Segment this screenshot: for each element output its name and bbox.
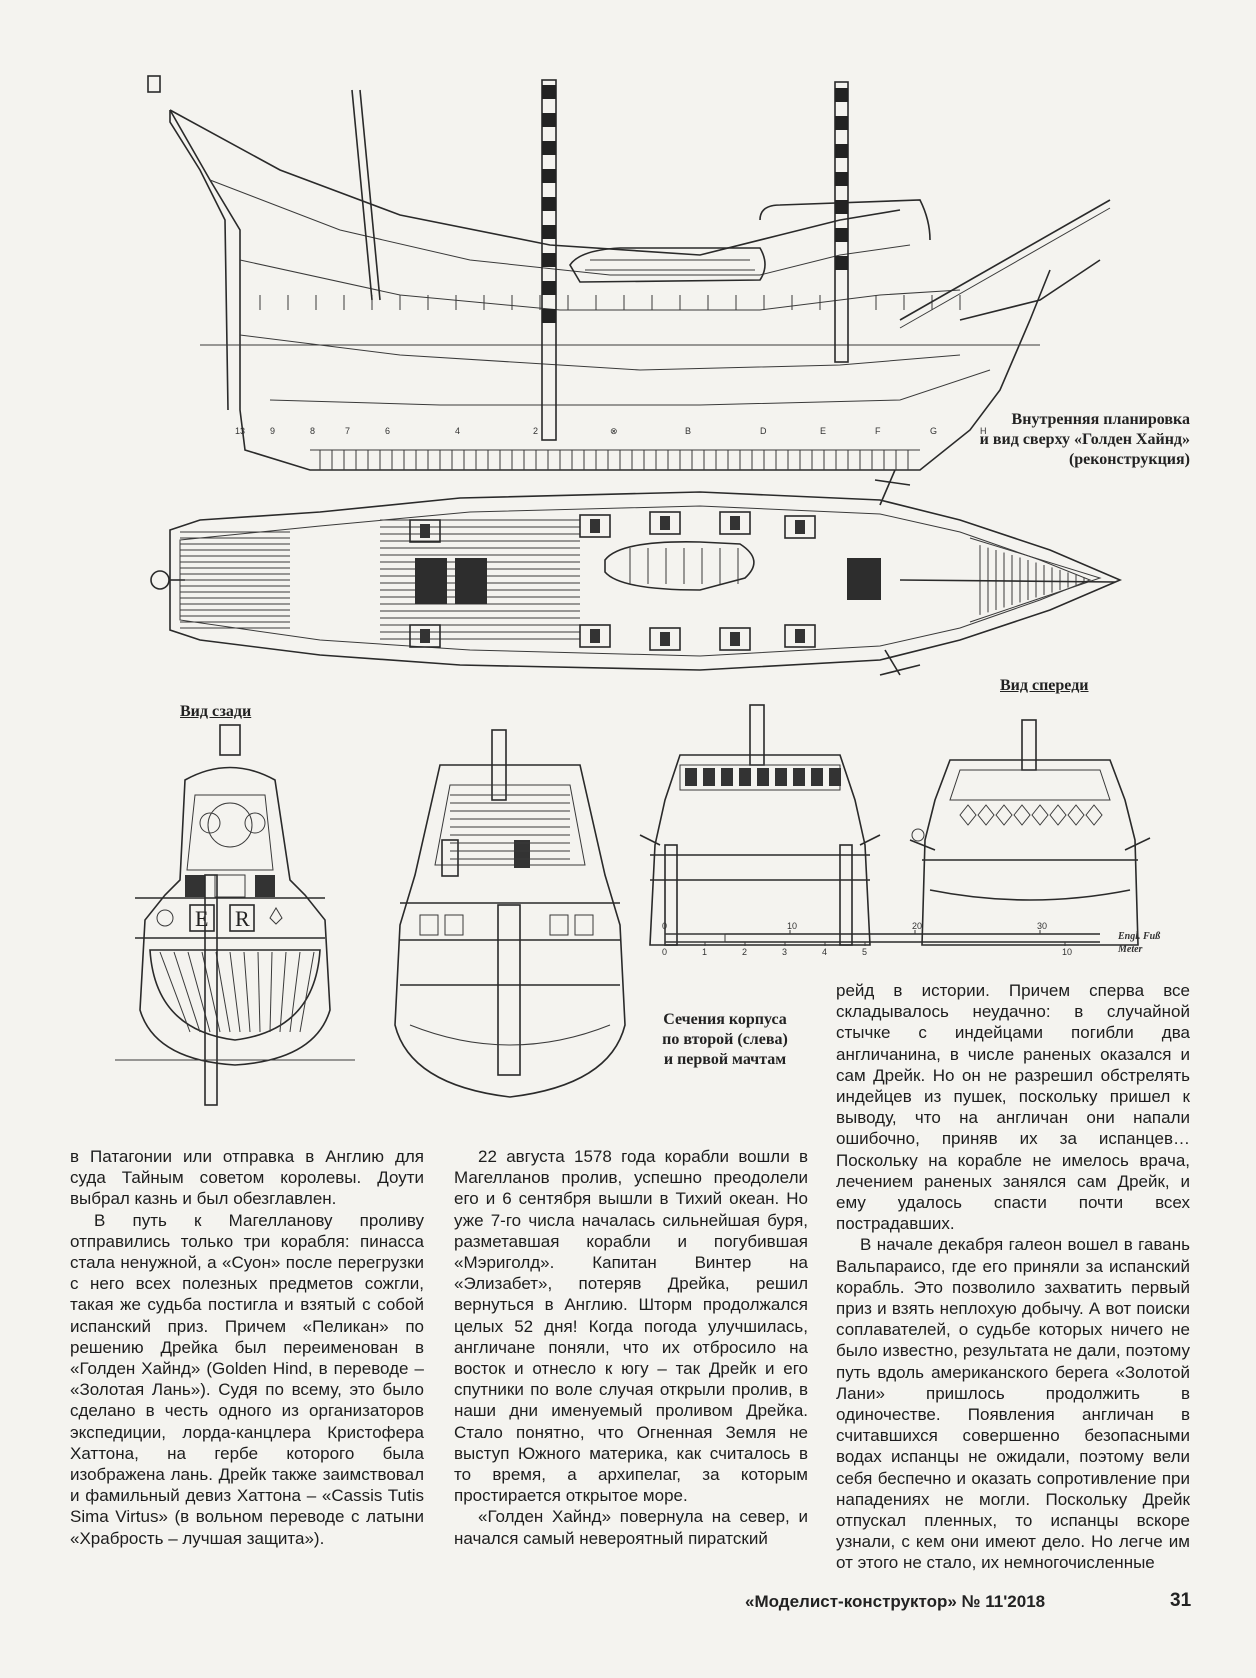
scale-tick-meter: 2 (742, 947, 747, 957)
footer-magazine: «Моделист-конструктор» № 11'2018 (745, 1592, 1046, 1611)
page-number: 31 (1170, 1590, 1192, 1611)
frame-mark: ⊗ (610, 426, 618, 436)
ship-side-elevation: 13 9 8 7 6 4 2 ⊗ B D E F G H (147, 75, 1111, 471)
scale-tick-meter: 5 (862, 947, 867, 957)
frame-mark: D (760, 426, 767, 436)
stern-view-drawing: E R (115, 724, 355, 1106)
scale-tick-meter: 4 (822, 947, 827, 957)
paragraph: рейд в истории. Причем сперва все склады… (836, 981, 1190, 1234)
scale-tick-feet: 10 (787, 921, 797, 931)
front-view-caption: Вид спереди (1000, 677, 1089, 694)
front-view-drawing (909, 719, 1151, 946)
scale-tick-meter: 1 (702, 947, 707, 957)
frame-mark: 2 (533, 426, 538, 436)
frame-mark: E (820, 426, 826, 436)
scale-bar: 0 10 20 30 0 1 2 3 4 5 10 Engl. Fuß Meter (662, 921, 1160, 957)
ship-top-view (150, 469, 1123, 676)
frame-mark: F (875, 426, 881, 436)
hull-section-drawing (394, 729, 626, 1098)
sections-caption: Сечения корпуса по второй (слева) и перв… (662, 1011, 788, 1068)
frame-mark: 13 (235, 426, 245, 436)
rear-view-caption: Вид сзади (180, 703, 252, 720)
frame-mark: 9 (270, 426, 275, 436)
paragraph: В начале декабря галеон вошел в гавань В… (836, 1235, 1190, 1573)
frame-mark: 8 (310, 426, 315, 436)
frame-mark: G (930, 426, 937, 436)
frame-mark: 6 (385, 426, 390, 436)
frame-mark: 7 (345, 426, 350, 436)
text-column-right: рейд в истории. Причем сперва все склады… (836, 980, 1190, 1574)
frame-mark: B (685, 426, 691, 436)
stern-letter-r: R (235, 906, 250, 931)
frame-mark: 4 (455, 426, 460, 436)
paragraph: в Патагонии или отправка в Англию для су… (70, 1147, 424, 1209)
text-column-middle: 22 августа 1578 года корабли вошли в Маг… (454, 1146, 808, 1549)
scale-tick-feet: 0 (662, 921, 667, 931)
scale-unit-feet: Engl. Fuß (1117, 931, 1160, 942)
scale-tick-meter: 0 (662, 947, 667, 957)
paragraph: «Голден Хайнд» повернула на север, и нач… (454, 1507, 808, 1548)
paragraph: 22 августа 1578 года корабли вошли в Маг… (454, 1147, 808, 1506)
text-column-left: в Патагонии или отправка в Англию для су… (70, 1146, 424, 1549)
stern-letter-e: E (195, 906, 208, 931)
scale-tick-feet: 20 (912, 921, 922, 931)
scale-tick-feet: 30 (1037, 921, 1047, 931)
layout-caption: Внутренняя планировка и вид сверху «Голд… (979, 411, 1190, 468)
scale-unit-meter: Meter (1117, 944, 1143, 955)
fore-section-drawing (639, 704, 881, 946)
frame-mark: H (980, 426, 987, 436)
paragraph: В путь к Магелланову проливу отправились… (70, 1210, 424, 1548)
scale-tick-meter: 10 (1062, 947, 1072, 957)
scale-tick-meter: 3 (782, 947, 787, 957)
